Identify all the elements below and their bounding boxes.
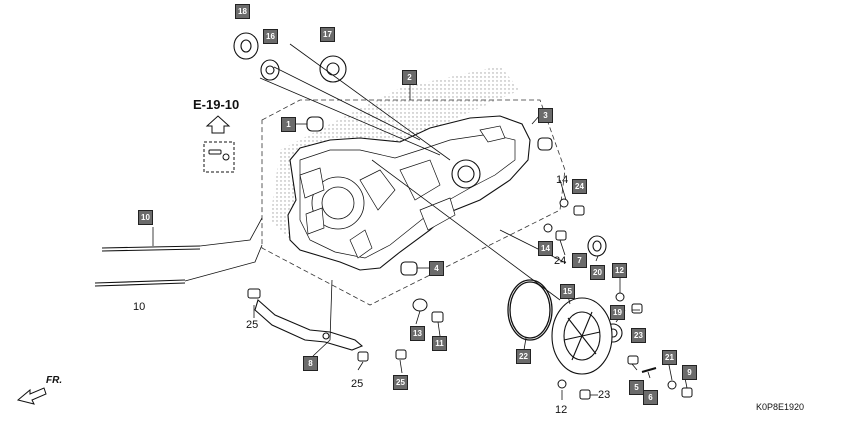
bearing-parts <box>233 32 347 83</box>
label-24[interactable]: 24 <box>554 255 567 267</box>
fasteners <box>247 198 693 400</box>
callout-17[interactable]: 17 <box>320 27 335 42</box>
crankcase-body <box>287 115 531 271</box>
callout-21[interactable]: 21 <box>662 350 677 365</box>
label-12[interactable]: 12 <box>555 404 568 416</box>
callout-19[interactable]: 19 <box>610 305 625 320</box>
label-25-center[interactable]: 25 <box>351 378 364 390</box>
dowel-pins <box>627 355 657 373</box>
callout-24[interactable]: 24 <box>572 179 587 194</box>
stud-bolts <box>94 245 201 287</box>
callout-11[interactable]: 11 <box>432 336 447 351</box>
label-14[interactable]: 14 <box>556 174 569 186</box>
callout-10[interactable]: 10 <box>138 210 153 225</box>
bearing-cover <box>551 297 613 375</box>
label-25-left[interactable]: 25 <box>246 319 259 331</box>
callout-3[interactable]: 3 <box>538 108 553 123</box>
callout-12[interactable]: 12 <box>612 263 627 278</box>
reference-label: E-19-10 <box>193 97 240 112</box>
direction-label: FR. <box>46 375 63 386</box>
callout-7[interactable]: 7 <box>572 253 587 268</box>
callout-2[interactable]: 2 <box>402 70 417 85</box>
callout-1[interactable]: 1 <box>281 117 296 132</box>
diagram-code: K0P8E1920 <box>756 402 805 412</box>
callout-22[interactable]: 22 <box>516 349 531 364</box>
o-ring <box>507 279 553 341</box>
callout-23[interactable]: 23 <box>631 328 646 343</box>
callout-15[interactable]: 15 <box>560 284 575 299</box>
leader-lines <box>152 43 688 400</box>
callout-6[interactable]: 6 <box>643 390 658 405</box>
callout-18[interactable]: 18 <box>235 4 250 19</box>
label-10[interactable]: 10 <box>133 301 146 313</box>
callout-20[interactable]: 20 <box>590 265 605 280</box>
callout-25[interactable]: 25 <box>393 375 408 390</box>
callout-4[interactable]: 4 <box>429 261 444 276</box>
label-23[interactable]: 23 <box>598 389 611 401</box>
callout-14[interactable]: 14 <box>538 241 553 256</box>
front-arrow <box>16 387 47 405</box>
bracket-part <box>254 299 364 351</box>
callout-13[interactable]: 13 <box>410 326 425 341</box>
reference-arrow <box>203 115 235 173</box>
callout-16[interactable]: 16 <box>263 29 278 44</box>
callout-5[interactable]: 5 <box>629 380 644 395</box>
callout-9[interactable]: 9 <box>682 365 697 380</box>
callout-8[interactable]: 8 <box>303 356 318 371</box>
